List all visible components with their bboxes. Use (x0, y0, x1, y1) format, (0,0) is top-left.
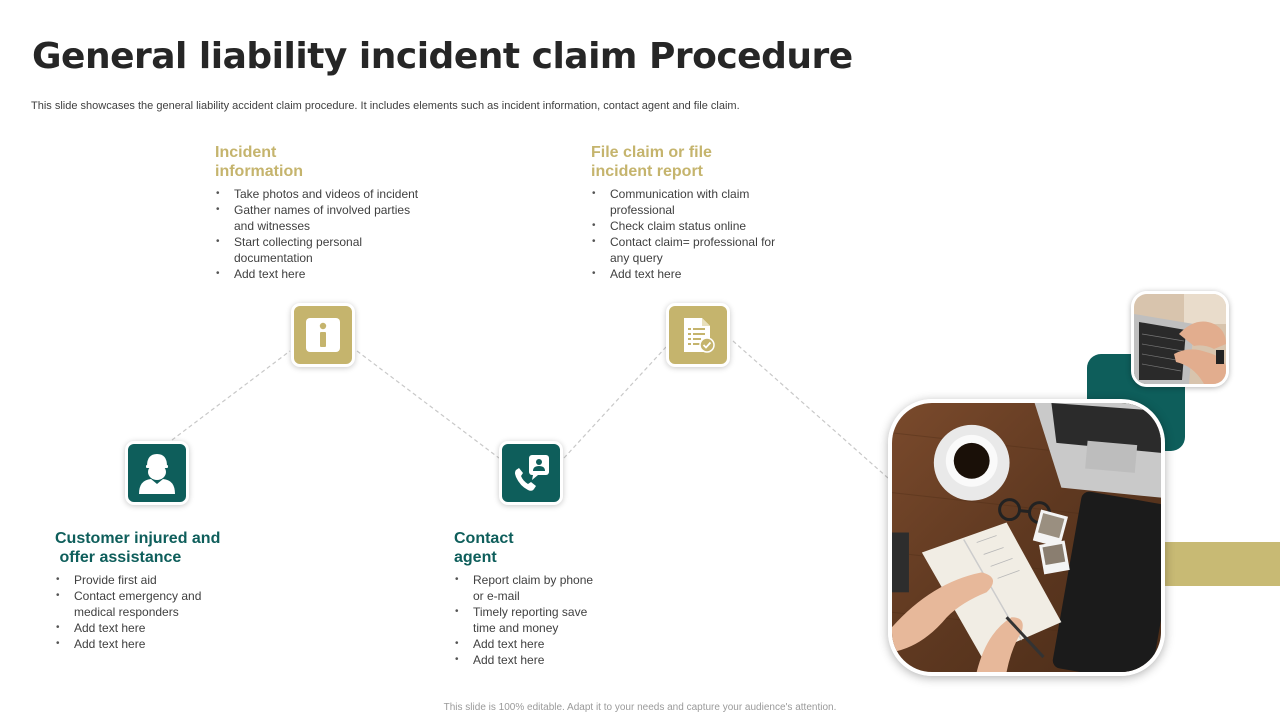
bullet-item: Contact emergency and (55, 588, 275, 604)
bullet-item: Timely reporting save (454, 604, 654, 620)
document-check-icon (678, 315, 718, 355)
bullet-item: Add text here (591, 266, 831, 282)
laptop-photo (1131, 291, 1229, 387)
bullet-item-continuation: and witnesses (234, 219, 311, 233)
step-bullets: Communication with claim professional Ch… (591, 186, 831, 282)
bullet-item: Add text here (454, 652, 654, 668)
slide-subtitle: This slide showcases the general liabili… (31, 100, 740, 112)
step-node-contact (499, 441, 563, 505)
bullet-item: Add text here (454, 636, 654, 652)
bullet-item: Add text here (215, 266, 455, 282)
bullet-item: Contact claim= professional for (591, 234, 831, 250)
phone-contact-icon (510, 452, 552, 494)
step-bullets: Report claim by phone or e-mail Timely r… (454, 572, 654, 668)
desk-photo (888, 399, 1165, 676)
bullet-item: Report claim by phone (454, 572, 654, 588)
step-node-customer (125, 441, 189, 505)
bullet-item-continuation: time and money (473, 621, 559, 635)
bullet-item: Start collecting personal (215, 234, 455, 250)
step-node-file-claim (666, 303, 730, 367)
bullet-item: Add text here (55, 636, 275, 652)
bullet-item-continuation: any query (610, 251, 663, 265)
bullet-item: Provide first aid (55, 572, 275, 588)
bullet-item: Communication with claim (591, 186, 831, 202)
step-bullets: Take photos and videos of incident Gathe… (215, 186, 455, 282)
bullet-item: Take photos and videos of incident (215, 186, 455, 202)
bullet-item: Gather names of involved parties (215, 202, 455, 218)
step-block-contact: Contact agent Report claim by phone or e… (454, 529, 654, 668)
step-bullets: Provide first aid Contact emergency and … (55, 572, 275, 652)
bullet-item-continuation: documentation (234, 251, 313, 265)
step-block-incident: Incident information Take photos and vid… (215, 143, 455, 282)
bullet-item: Check claim status online (591, 218, 831, 234)
step-title: Incident information (215, 144, 303, 180)
step-title: Contact agent (454, 530, 514, 566)
bullet-item-continuation: medical responders (74, 605, 179, 619)
bullet-item-continuation: or e-mail (473, 589, 520, 603)
step-title: File claim or file incident report (591, 144, 712, 180)
footer-note: This slide is 100% editable. Adapt it to… (443, 702, 837, 713)
person-icon (135, 450, 179, 496)
bullet-item-continuation: professional (610, 203, 675, 217)
step-node-incident (291, 303, 355, 367)
step-block-customer: Customer injured and offer assistance Pr… (55, 529, 275, 652)
bullet-item: Add text here (55, 620, 275, 636)
slide-title: General liability incident claim Procedu… (32, 36, 853, 77)
step-title: Customer injured and offer assistance (55, 530, 221, 566)
step-block-file-claim: File claim or file incident report Commu… (591, 143, 831, 282)
decorative-gold-bar (1163, 542, 1280, 586)
info-icon (305, 317, 341, 353)
